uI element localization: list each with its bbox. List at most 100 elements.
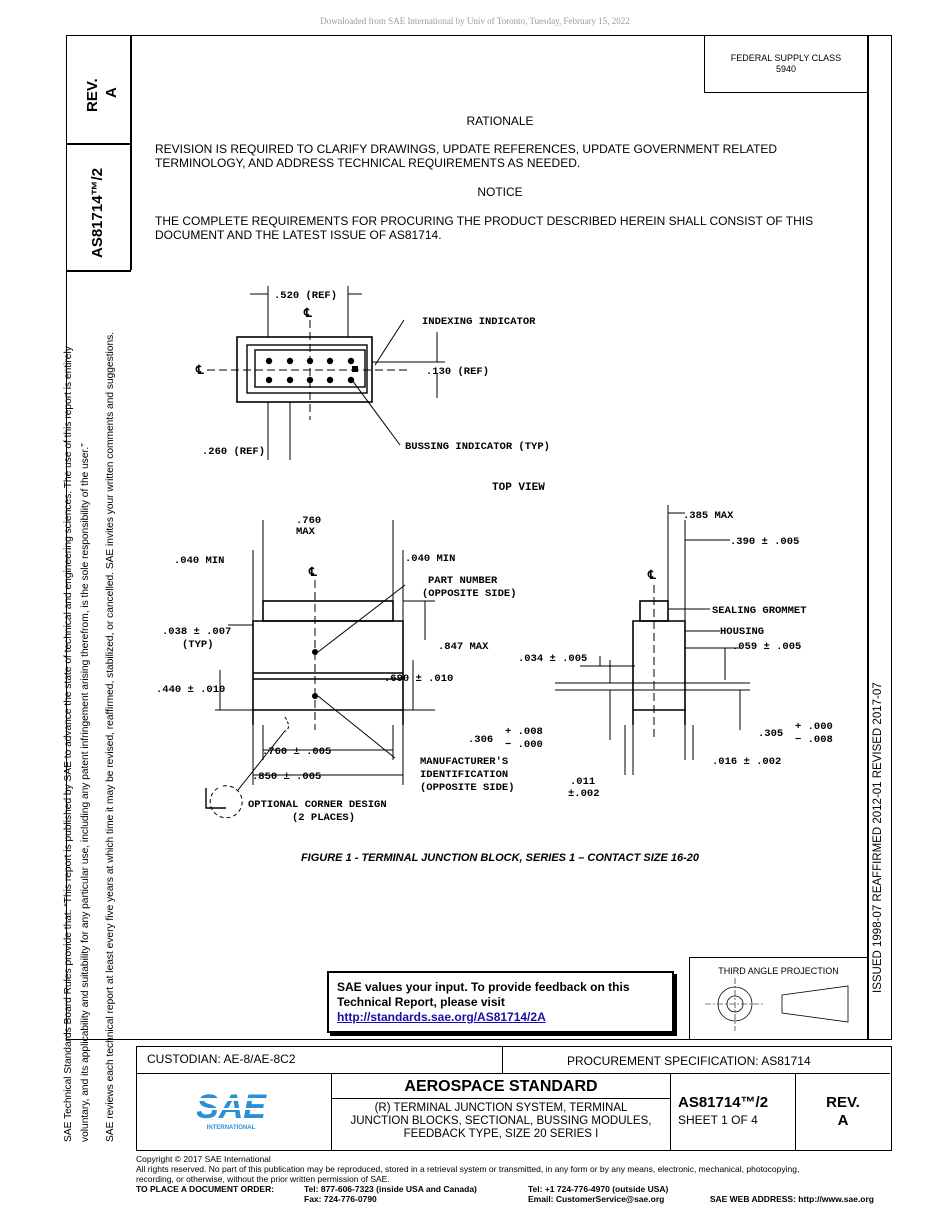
- title-block: CUSTODIAN: AE-8/AE-8C2 PROCUREMENT SPECI…: [136, 1046, 892, 1151]
- front-view-group: .760 MAX .040 MIN .040 MIN ℄ PART NUMBER…: [156, 515, 517, 824]
- dim-040-min-right: .040 MIN: [405, 553, 455, 565]
- description-line3: FEEDBACK TYPE, SIZE 20 SERIES I: [403, 1128, 599, 1140]
- dim-306-tol-minus: − .000: [505, 739, 543, 751]
- dim-038-typ: (TYP): [182, 639, 214, 651]
- side-dates: ISSUED 1998-07 REAFFIRMED 2012-01 REVISE…: [872, 682, 884, 993]
- side-rev-divider: [66, 143, 131, 145]
- dim-306-tol-plus: + .008: [505, 726, 543, 738]
- footer-copyright: Copyright © 2017 SAE International: [136, 1154, 271, 1164]
- custodian-cell: CUSTODIAN: AE-8/AE-8C2: [137, 1047, 503, 1074]
- dim-130-ref: .130 (REF): [426, 366, 489, 378]
- dim-847-max: .847 MAX: [438, 641, 489, 653]
- dim-385-max: .385 MAX: [683, 510, 734, 522]
- dim-038: .038 ± .007: [162, 626, 231, 638]
- corner-design-label-2: (2 PLACES): [292, 812, 355, 824]
- manufacturer-label-3: (OPPOSITE SIDE): [420, 782, 515, 794]
- dim-306: .306: [468, 734, 493, 746]
- notice-text: THE COMPLETE REQUIREMENTS FOR PROCURING …: [155, 214, 814, 242]
- logo-cell: SAE INTERNATIONAL: [137, 1074, 332, 1150]
- figure-caption: FIGURE 1 - TERMINAL JUNCTION BLOCK, SERI…: [300, 852, 700, 864]
- top-view-group: .520 (REF) ℄ ℄ INDEXING INDICATOR .130 (…: [195, 286, 550, 494]
- page-frame: [66, 35, 892, 1040]
- rationale-heading: RATIONALE: [466, 114, 534, 128]
- dim-034: .034 ± .005: [518, 653, 587, 665]
- footer-tel-us: Tel: 877-606-7323 (inside USA and Canada…: [304, 1184, 477, 1194]
- feedback-box: SAE values your input. To provide feedba…: [327, 971, 674, 1033]
- dim-059: .059 ± .005: [732, 641, 801, 653]
- dim-305-tol-plus: + .000: [795, 721, 833, 733]
- dim-760: .760 ± .005: [262, 746, 331, 758]
- dim-760-max-2: MAX: [296, 526, 316, 538]
- footer-rights2: recording, or otherwise, without the pri…: [136, 1174, 390, 1184]
- notice-heading: NOTICE: [477, 185, 523, 199]
- fsc-line1: FEDERAL SUPPLY CLASS: [730, 53, 842, 63]
- side-rev-value: A: [103, 87, 120, 98]
- footer-fax: Fax: 724-776-0790: [304, 1194, 377, 1204]
- side-column-divider: [130, 35, 132, 270]
- feedback-line1: SAE values your input. To provide feedba…: [337, 980, 630, 994]
- dim-011-tol: ±.002: [568, 788, 600, 800]
- housing-label: HOUSING: [720, 626, 764, 638]
- feedback-line2: Technical Report, please visit: [337, 995, 505, 1009]
- indexing-indicator-label: INDEXING INDICATOR: [422, 316, 536, 328]
- centerline-top: ℄: [303, 307, 312, 321]
- side-rules-line1: SAE Technical Standards Board Rules prov…: [63, 346, 74, 1142]
- side-doc-number: AS81714™/2: [89, 167, 106, 258]
- part-number-label-1: PART NUMBER: [428, 575, 498, 587]
- federal-supply-class-box: FEDERAL SUPPLY CLASS 5940: [704, 35, 867, 93]
- aerospace-standard-heading: AEROSPACE STANDARD: [332, 1074, 670, 1099]
- terminal-junction-block-drawing: .520 (REF) ℄ ℄ INDEXING INDICATOR .130 (…: [156, 286, 833, 824]
- dim-520-ref: .520 (REF): [274, 290, 337, 302]
- dim-760-max-1: .760: [296, 515, 321, 527]
- side-rules-line2: voluntary, and its applicability and sui…: [80, 443, 91, 1142]
- document-number: AS81714™/2: [678, 1094, 769, 1111]
- description-line2: JUNCTION BLOCKS, SECTIONAL, BUSSING MODU…: [350, 1115, 652, 1127]
- side-rev-label: REV.: [84, 78, 101, 112]
- footer-tel-outside: Tel: +1 724-776-4970 (outside USA): [528, 1184, 669, 1194]
- right-strip-divider: [867, 35, 869, 1040]
- dim-390: .390 ± .005: [730, 536, 799, 548]
- sae-logo-text: SAE: [197, 1088, 267, 1126]
- document-number-cell: AS81714™/2 SHEET 1 OF 4: [671, 1074, 796, 1150]
- dim-440: .440 ± .010: [156, 684, 225, 696]
- standard-description: (R) TERMINAL JUNCTION SYSTEM, TERMINAL J…: [332, 1099, 670, 1141]
- side-doc-divider: [66, 270, 131, 272]
- procurement-text: PROCUREMENT SPECIFICATION: AS81714: [567, 1054, 811, 1068]
- dim-690: .690 ± .010: [384, 673, 453, 685]
- description-line1: (R) TERMINAL JUNCTION SYSTEM, TERMINAL: [374, 1102, 628, 1114]
- top-view-title: TOP VIEW: [492, 482, 545, 494]
- dim-305-tol-minus: − .008: [795, 734, 833, 746]
- dim-260-ref: .260 (REF): [202, 446, 265, 458]
- sealing-grommet-label: SEALING GROMMET: [712, 605, 807, 617]
- feedback-link[interactable]: http://standards.sae.org/AS81714/2A: [337, 1010, 546, 1024]
- dim-011: .011: [570, 776, 595, 788]
- manufacturer-label-2: IDENTIFICATION: [420, 769, 508, 781]
- footer-rights1: All rights reserved. No part of this pub…: [136, 1164, 800, 1174]
- footer-web[interactable]: SAE WEB ADDRESS: http://www.sae.org: [709, 1194, 874, 1204]
- top-view-mid: [246, 344, 368, 394]
- front-body: [252, 620, 404, 711]
- footer-email: Email: CustomerService@sae.org: [528, 1194, 665, 1204]
- front-top-rib: [262, 600, 394, 622]
- revision-cell: REV. A: [796, 1074, 890, 1150]
- centerline-left: ℄: [195, 364, 204, 378]
- footer: Copyright © 2017 SAE International All r…: [136, 1154, 892, 1204]
- bussing-indicator-label: BUSSING INDICATOR (TYP): [405, 441, 550, 453]
- revision-value: A: [837, 1112, 849, 1129]
- footer-order-row: TO PLACE A DOCUMENT ORDER: Tel: 877-606-…: [136, 1184, 892, 1204]
- dim-850: .850 ± .005: [252, 771, 321, 783]
- sheet-number: SHEET 1 OF 4: [678, 1113, 758, 1127]
- third-angle-projection-label: THIRD ANGLE PROJECTION: [718, 966, 839, 976]
- sae-logo: SAE INTERNATIONAL: [197, 1088, 267, 1131]
- footer-order-label: TO PLACE A DOCUMENT ORDER:: [136, 1184, 275, 1194]
- rationale-text: REVISION IS REQUIRED TO CLARIFY DRAWINGS…: [155, 142, 778, 170]
- fsc-line2: 5940: [775, 64, 797, 74]
- revision-label: REV.: [826, 1094, 860, 1111]
- dim-016: .016 ± .002: [712, 756, 781, 768]
- side-housing: [632, 620, 686, 711]
- sae-logo-subtext: INTERNATIONAL: [207, 1125, 256, 1131]
- standard-title-cell: AEROSPACE STANDARD (R) TERMINAL JUNCTION…: [332, 1074, 671, 1150]
- download-notice: Downloaded from SAE International by Uni…: [320, 16, 630, 26]
- centerline-front: ℄: [308, 566, 317, 580]
- custodian-text: CUSTODIAN: AE-8/AE-8C2: [147, 1052, 296, 1066]
